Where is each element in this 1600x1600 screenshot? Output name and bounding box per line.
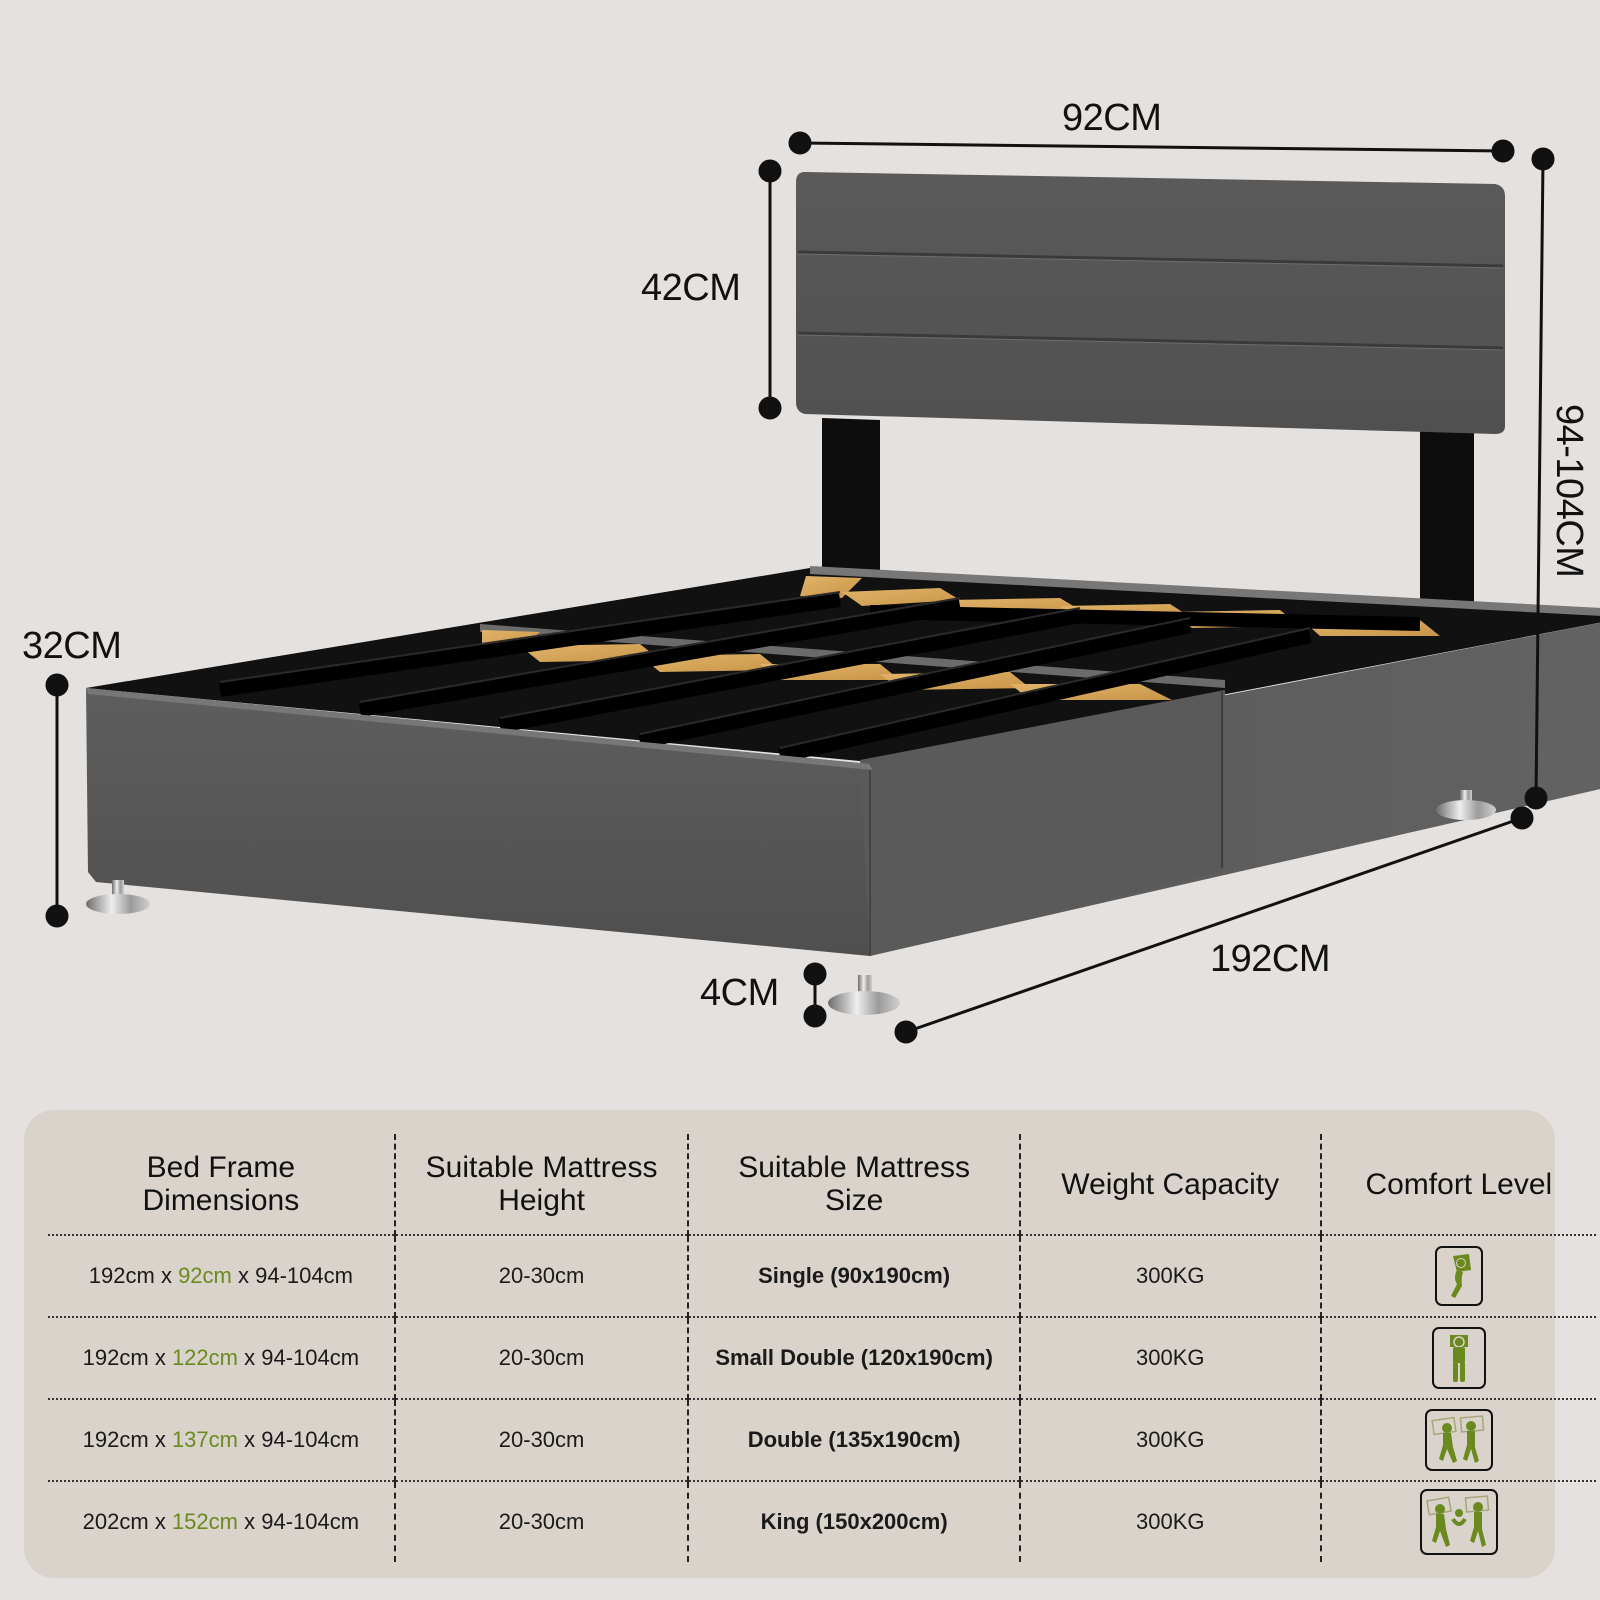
width-label: 92CM <box>1062 97 1162 139</box>
comfort-level <box>1321 1481 1596 1562</box>
mattress-size: Small Double (120x190cm) <box>688 1317 1021 1400</box>
total-height-label: 94-104CM <box>1548 404 1590 578</box>
comfort-level <box>1320 1399 1596 1482</box>
bed-dimension-diagram: 92CM 42CM 94-104CM 32CM 4CM 192CM <box>22 97 1600 1044</box>
header-mattress-height: Suitable Mattress Height <box>394 1134 690 1236</box>
headboard-posts <box>822 418 1474 615</box>
bed-base-interior <box>86 566 1600 763</box>
base-height-label: 32CM <box>22 625 122 667</box>
comfort-level <box>1320 1317 1596 1400</box>
headboard-height-label: 42CM <box>641 267 741 309</box>
table-header-row: Bed Frame Dimensions Suitable Mattress H… <box>48 1134 1596 1236</box>
dimension-lines <box>45 131 1555 1044</box>
bed-frame-dimensions: 192cm x 92cm x 94-104cm <box>48 1235 396 1318</box>
header-mattress-size: Suitable Mattress Size <box>688 1134 1021 1236</box>
bed-legs <box>86 790 1496 1015</box>
mattress-height: 20-30cm <box>394 1235 690 1318</box>
length-label: 192CM <box>1210 938 1331 980</box>
spec-panel: Bed Frame Dimensions Suitable Mattress H… <box>24 1110 1596 1578</box>
two-sleepers-icon <box>1424 1409 1493 1471</box>
mattress-height: 20-30cm <box>394 1399 690 1482</box>
leg-right <box>1436 790 1496 820</box>
bed-frame-dimensions: 202cm x 152cm x 94-104cm <box>48 1481 396 1562</box>
single-sleeper-back-icon <box>1431 1327 1486 1389</box>
weight-capacity: 300KG <box>1019 1235 1322 1318</box>
mattress-size: King (150x200cm) <box>688 1481 1021 1562</box>
bed-illustration <box>45 131 1600 1044</box>
weight-capacity: 300KG <box>1019 1481 1322 1562</box>
bed-frame-dimensions: 192cm x 122cm x 94-104cm <box>48 1317 396 1400</box>
mattress-height: 20-30cm <box>394 1481 690 1562</box>
table-row: 202cm x 152cm x 94-104cm 20-30cm King (1… <box>48 1481 1596 1562</box>
mattress-height: 20-30cm <box>394 1317 690 1400</box>
spec-table: Bed Frame Dimensions Suitable Mattress H… <box>48 1134 1596 1562</box>
header-comfort-level: Comfort Level <box>1320 1134 1596 1236</box>
mattress-size: Single (90x190cm) <box>688 1235 1021 1318</box>
leg-left <box>86 880 150 914</box>
single-sleeper-side-icon <box>1434 1246 1483 1306</box>
leg-height-label: 4CM <box>700 972 779 1014</box>
table-row: 192cm x 122cm x 94-104cm 20-30cm Small D… <box>48 1317 1596 1400</box>
table-row: 192cm x 92cm x 94-104cm 20-30cm Single (… <box>48 1235 1596 1318</box>
header-bed-frame-dimensions: Bed Frame Dimensions <box>48 1134 396 1236</box>
leg-front <box>828 975 900 1015</box>
weight-capacity: 300KG <box>1019 1399 1322 1482</box>
headboard <box>796 172 1505 434</box>
header-weight-capacity: Weight Capacity <box>1019 1134 1322 1236</box>
weight-capacity: 300KG <box>1019 1317 1322 1400</box>
mattress-size: Double (135x190cm) <box>688 1399 1021 1482</box>
family-sleepers-icon <box>1419 1489 1498 1555</box>
table-row: 192cm x 137cm x 94-104cm 20-30cm Double … <box>48 1399 1596 1482</box>
bed-frame-dimensions: 192cm x 137cm x 94-104cm <box>48 1399 396 1482</box>
comfort-level <box>1320 1235 1596 1318</box>
bed-base-side <box>86 622 1600 956</box>
